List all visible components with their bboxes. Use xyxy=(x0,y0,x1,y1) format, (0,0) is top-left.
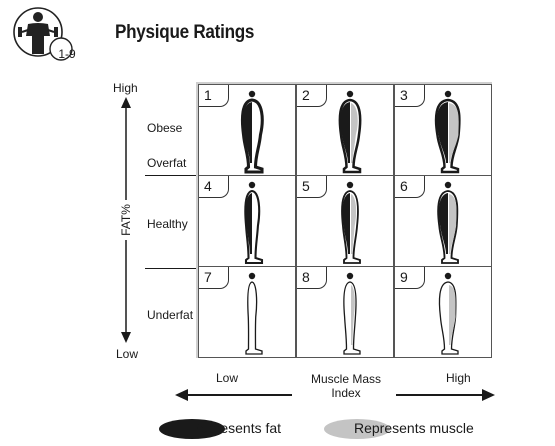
row-label-healthy: Healthy xyxy=(147,217,188,231)
physique-grid: 1 2 3 4 5 6 7 8 9 xyxy=(196,82,492,358)
row-label-obese: Obese xyxy=(147,121,182,135)
figure-head xyxy=(249,182,255,188)
grid-cell: 9 xyxy=(394,266,492,358)
figure-head xyxy=(249,91,255,97)
figure-head xyxy=(445,91,451,97)
muscle-axis-low-label: Low xyxy=(216,371,238,385)
fat-axis-label: FAT% xyxy=(119,200,133,240)
grid-cell: 6 xyxy=(394,175,492,267)
cell-number: 1 xyxy=(204,87,212,103)
body-figure xyxy=(232,271,272,357)
fat-axis-low-label: Low xyxy=(116,347,138,361)
cell-number: 5 xyxy=(302,178,310,194)
body-figure xyxy=(232,89,272,175)
grid-cell: 5 xyxy=(296,175,394,267)
fat-legend-label: Represents fat xyxy=(190,420,281,436)
figure-body xyxy=(246,282,262,354)
muscle-axis-label-line1: Muscle Mass xyxy=(301,372,391,386)
range-badge-text: 1-9 xyxy=(52,47,82,61)
row-label-underfat: Underfat xyxy=(147,308,193,322)
figure-head xyxy=(347,273,353,279)
fat-axis-high-label: High xyxy=(113,81,138,95)
body-figure xyxy=(330,180,370,266)
row-divider-top xyxy=(145,175,197,176)
cell-number: 4 xyxy=(204,178,212,194)
figure-head xyxy=(347,182,353,188)
grid-cell: 2 xyxy=(296,84,394,176)
grid-cell: 1 xyxy=(198,84,296,176)
body-figure xyxy=(330,89,370,175)
body-figure xyxy=(428,271,468,357)
muscle-legend-label: Represents muscle xyxy=(354,420,474,436)
body-figure xyxy=(428,89,468,175)
grid-cell: 4 xyxy=(198,175,296,267)
body-figure xyxy=(232,180,272,266)
cell-number: 9 xyxy=(400,269,408,285)
figure-head xyxy=(445,273,451,279)
grid-cell: 3 xyxy=(394,84,492,176)
cell-number: 2 xyxy=(302,87,310,103)
body-figure xyxy=(330,271,370,357)
page-title: Physique Ratings xyxy=(115,22,254,44)
cell-number: 6 xyxy=(400,178,408,194)
cell-number: 7 xyxy=(204,269,212,285)
cell-number: 3 xyxy=(400,87,408,103)
muscle-axis-arrow xyxy=(174,387,496,403)
grid-cell: 8 xyxy=(296,266,394,358)
row-label-overfat: Overfat xyxy=(147,156,186,170)
row-divider-bottom xyxy=(145,268,197,269)
figure-head xyxy=(445,182,451,188)
muscle-axis-high-label: High xyxy=(446,371,471,385)
figure-head xyxy=(347,91,353,97)
figure-head xyxy=(249,273,255,279)
grid-cell: 7 xyxy=(198,266,296,358)
body-figure xyxy=(428,180,468,266)
cell-number: 8 xyxy=(302,269,310,285)
